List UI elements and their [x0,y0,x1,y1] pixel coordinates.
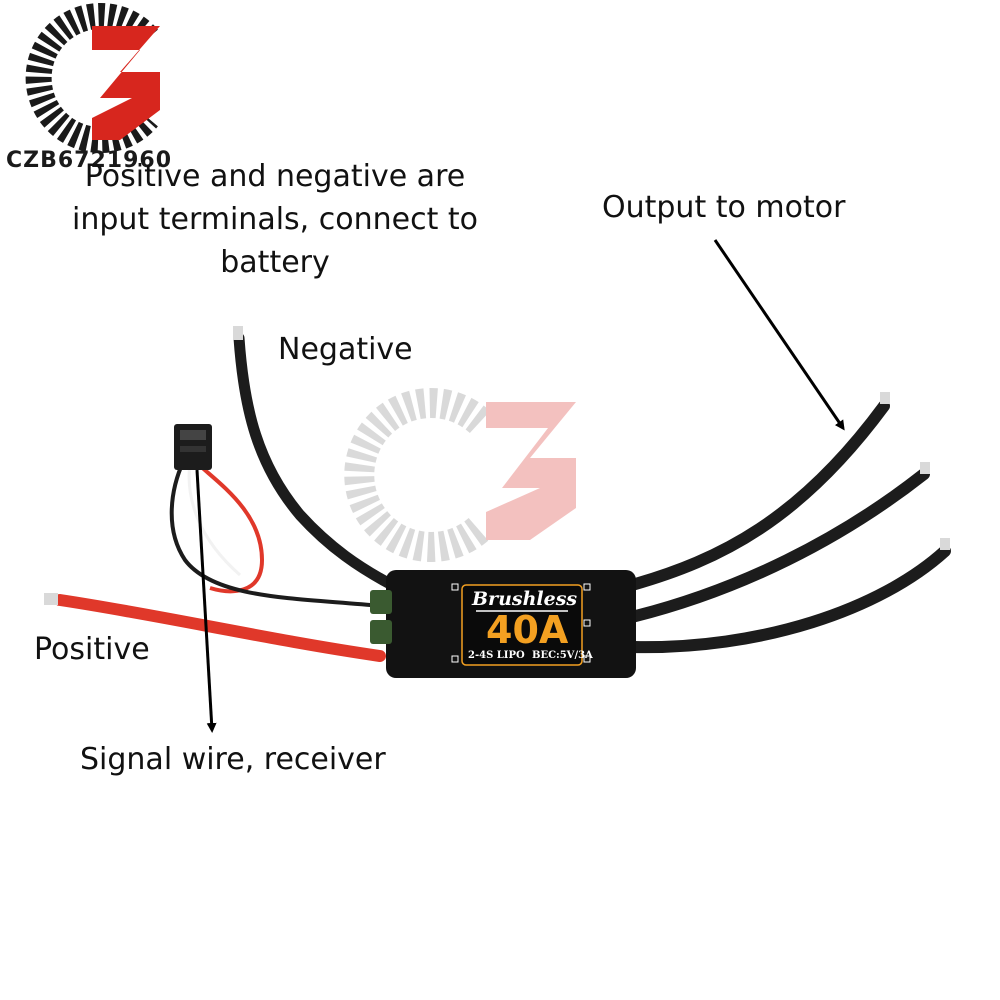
signal-lead-red [194,460,265,594]
negative-callout: Negative [278,332,413,367]
motor-wire-2-tip [920,462,930,474]
esc-module [370,570,636,678]
esc-current-rating: 40A [486,608,569,652]
positive-wire-tip [44,593,58,605]
positive-wire [54,594,386,662]
esc-cell-rating: 2-4S LIPO [468,650,525,661]
input-terminals-line-3: battery [220,245,330,280]
motor-wire-1-tip [880,392,890,404]
input-terminals-callout: Positive and negative are input terminal… [40,155,510,284]
negative-wire-tip [233,326,243,340]
signal-lead-black [169,459,381,608]
output-callout: Output to motor [602,190,846,225]
motor-wire-2 [626,468,930,623]
esc-label-panel [461,584,583,666]
negative-wire [233,332,398,591]
motor-wire-1 [626,400,890,591]
signal-callout: Signal wire, receiver [80,742,386,777]
motor-wire-3 [626,545,951,654]
watermark-logo [344,388,576,562]
esc-brand-label: Brushless [472,588,578,610]
signal-arrow [195,469,217,733]
esc-bec-rating: BEC:5V/3A [532,650,593,661]
logo-text: CZB6721960 [6,148,173,173]
output-arrow [713,239,845,431]
input-terminals-line-1: Positive and negative are [84,159,466,194]
input-terminals-line-2: input terminals, connect to [72,202,478,237]
positive-callout: Positive [34,632,150,667]
signal-connector [174,424,212,470]
signal-lead-white [187,461,241,577]
motor-wire-3-tip [940,538,950,550]
brand-logo [25,3,160,153]
